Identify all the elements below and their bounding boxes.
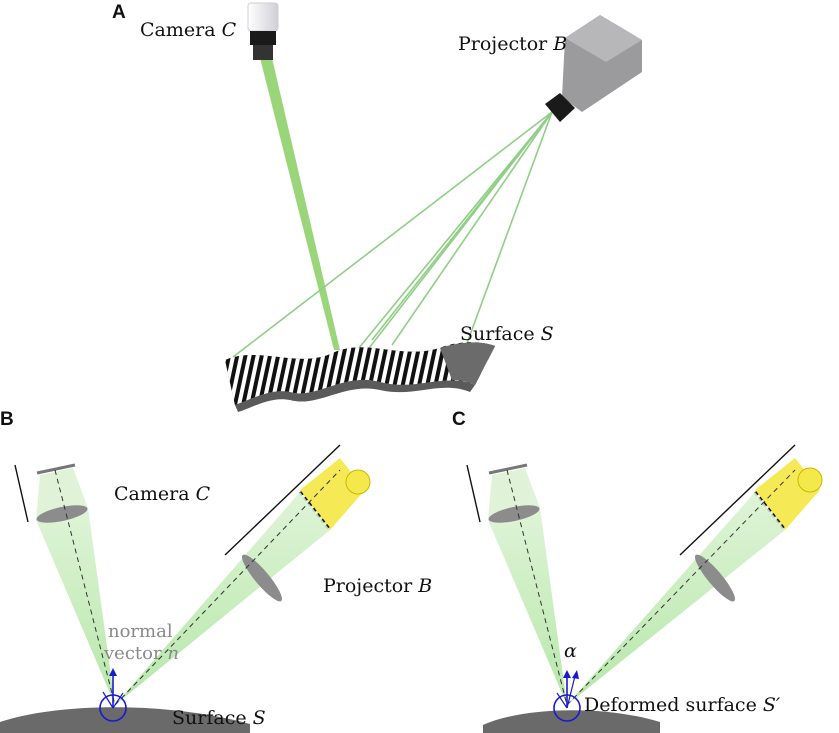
panel-c: C α Deformed surface S′ [452, 409, 823, 733]
projector-label-b: Projector B [323, 575, 432, 597]
surface-b [0, 707, 250, 733]
projector-device-a [545, 15, 642, 122]
angle-label-c: α [564, 640, 577, 662]
projector-bulb-b [345, 469, 371, 495]
camera-label-b: Camera C [114, 483, 211, 505]
projector-lens-c [694, 554, 736, 602]
projector-label-a: Projector B [458, 33, 567, 55]
surface-label-a: Surface S [460, 323, 554, 345]
projector-axis-c [566, 469, 796, 706]
projector-bulb-c [797, 467, 823, 493]
camera-housing-b [14, 464, 29, 523]
panel-b: B Camera C Projector B normal vector n [0, 409, 432, 733]
camera-sensor-c [488, 463, 528, 475]
panel-b-letter: B [0, 409, 14, 430]
normal-vector-c [553, 670, 581, 722]
panel-a-letter: A [112, 2, 126, 23]
camera-sensor-b [36, 463, 76, 475]
fringe-surface-a [225, 342, 495, 412]
camera-beam [260, 58, 340, 350]
camera-beam-b [36, 508, 115, 705]
projector-beam-c [567, 492, 785, 705]
projector-rays [232, 111, 553, 399]
projector-beam-b [115, 492, 330, 705]
normal-label-line1: normal [108, 621, 173, 642]
projector-axis-b [114, 469, 341, 706]
camera-lens-c [488, 505, 540, 523]
normal-label-line2: vector n [103, 643, 179, 664]
panel-a: A Camera [112, 2, 642, 412]
camera-lens-b [36, 505, 88, 523]
surface-label-c: Deformed surface S′ [584, 694, 781, 716]
surface-label-b: Surface S [172, 707, 266, 729]
camera-axis-b [54, 469, 116, 706]
surface-c [483, 710, 660, 733]
camera-label-a: Camera C [140, 19, 237, 41]
panel-c-letter: C [452, 409, 466, 430]
camera-housing-c [466, 464, 481, 523]
normal-vector-b [99, 668, 127, 722]
projector-housing-c [679, 444, 796, 556]
camera-beam-c [488, 508, 567, 705]
camera-axis-c [506, 469, 568, 706]
camera-device-a [247, 2, 279, 60]
projector-housing-b [224, 444, 341, 556]
projector-lens-b [241, 554, 283, 602]
